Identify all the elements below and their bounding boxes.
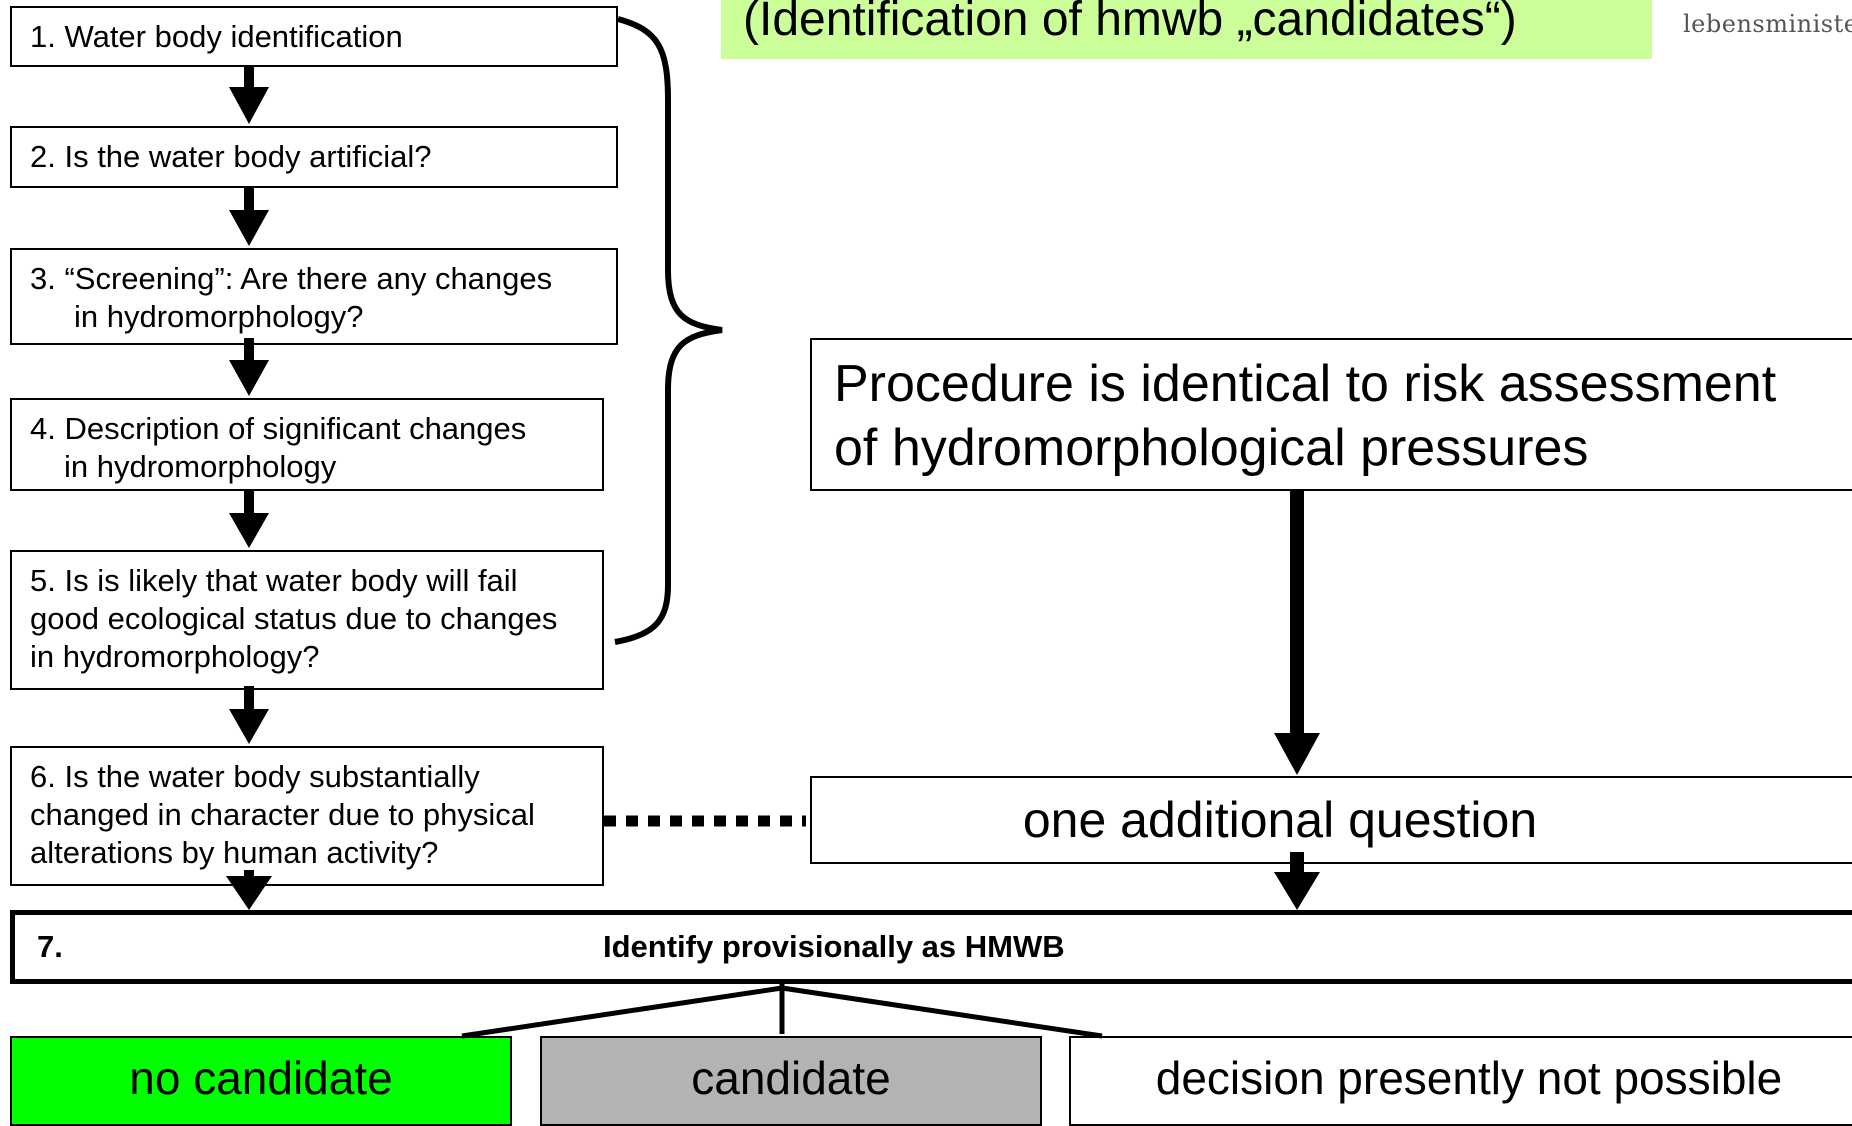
step-5-label-line2: good ecological status due to changes bbox=[30, 601, 558, 636]
identify-step-number: 7. bbox=[37, 929, 63, 964]
procedure-line1: Procedure is identical to risk assessmen… bbox=[834, 355, 1777, 413]
arrow-1-2-shaft bbox=[244, 67, 254, 89]
arrow-6-7-shaft bbox=[244, 870, 254, 878]
step-1-label: 1. Water body identification bbox=[30, 19, 403, 54]
slide-heading: (Identification of hmwb „candidates“) bbox=[721, 0, 1652, 59]
step-4-box: 4. Description of significant changes in… bbox=[10, 398, 604, 491]
step-5-box: 5. Is is likely that water body will fai… bbox=[10, 550, 604, 690]
arrow-4-5-shaft bbox=[244, 491, 254, 515]
procedure-line2: of hydromorphological pressures bbox=[834, 419, 1589, 477]
arrow-2-3-head bbox=[229, 210, 269, 246]
additional-question-box: one additional question bbox=[810, 776, 1852, 864]
arrow-question-7-shaft bbox=[1290, 852, 1304, 874]
step-4-label-line2: in hydromorphology bbox=[64, 449, 337, 484]
step-3-label-line1: 3. “Screening”: Are there any changes bbox=[30, 261, 553, 296]
step-2-label: 2. Is the water body artificial? bbox=[30, 139, 432, 174]
identify-hmwb-box: 7. Identify provisionally as HMWB bbox=[10, 910, 1852, 984]
arrow-1-2-head bbox=[229, 87, 269, 124]
arrow-procedure-question-shaft bbox=[1290, 491, 1304, 735]
steps-brace bbox=[614, 16, 723, 645]
step-6-label-line3: alterations by human activity? bbox=[30, 835, 439, 870]
arrow-question-7-head bbox=[1274, 872, 1320, 910]
arrow-3-4-shaft bbox=[244, 338, 254, 362]
branch-left bbox=[461, 985, 783, 1039]
step-3-box: 3. “Screening”: Are there any changes in… bbox=[10, 248, 618, 345]
step-5-label-line3: in hydromorphology? bbox=[30, 639, 320, 674]
outcome-undecided-label: decision presently not possible bbox=[1155, 1052, 1783, 1104]
step-2-box: 2. Is the water body artificial? bbox=[10, 126, 618, 188]
step-1-box: 1. Water body identification bbox=[10, 6, 618, 67]
step-4-label-line1: 4. Description of significant changes bbox=[30, 411, 527, 446]
step-3-label-line2: in hydromorphology? bbox=[74, 299, 364, 334]
arrow-2-3-shaft bbox=[244, 188, 254, 212]
step-5-label-line1: 5. Is is likely that water body will fai… bbox=[30, 563, 518, 598]
outcome-no-candidate-label: no candidate bbox=[129, 1052, 393, 1104]
arrow-5-6-head bbox=[229, 709, 269, 744]
arrow-6-7-head bbox=[226, 876, 272, 910]
arrow-procedure-question-head bbox=[1274, 733, 1320, 775]
branch-right bbox=[781, 985, 1103, 1039]
outcome-candidate-label: candidate bbox=[691, 1052, 891, 1104]
arrow-4-5-head bbox=[229, 513, 269, 548]
step-6-label-line2: changed in character due to physical bbox=[30, 797, 535, 832]
arrow-5-6-shaft bbox=[244, 686, 254, 712]
step-6-box: 6. Is the water body substantially chang… bbox=[10, 746, 604, 886]
ministry-logo-text: lebensminister bbox=[1683, 10, 1852, 38]
procedure-box: Procedure is identical to risk assessmen… bbox=[810, 338, 1852, 491]
identify-label: Identify provisionally as HMWB bbox=[603, 929, 1065, 964]
arrow-3-4-head bbox=[229, 360, 269, 396]
step-6-label-line1: 6. Is the water body substantially bbox=[30, 759, 480, 794]
outcome-no-candidate: no candidate bbox=[10, 1036, 512, 1126]
